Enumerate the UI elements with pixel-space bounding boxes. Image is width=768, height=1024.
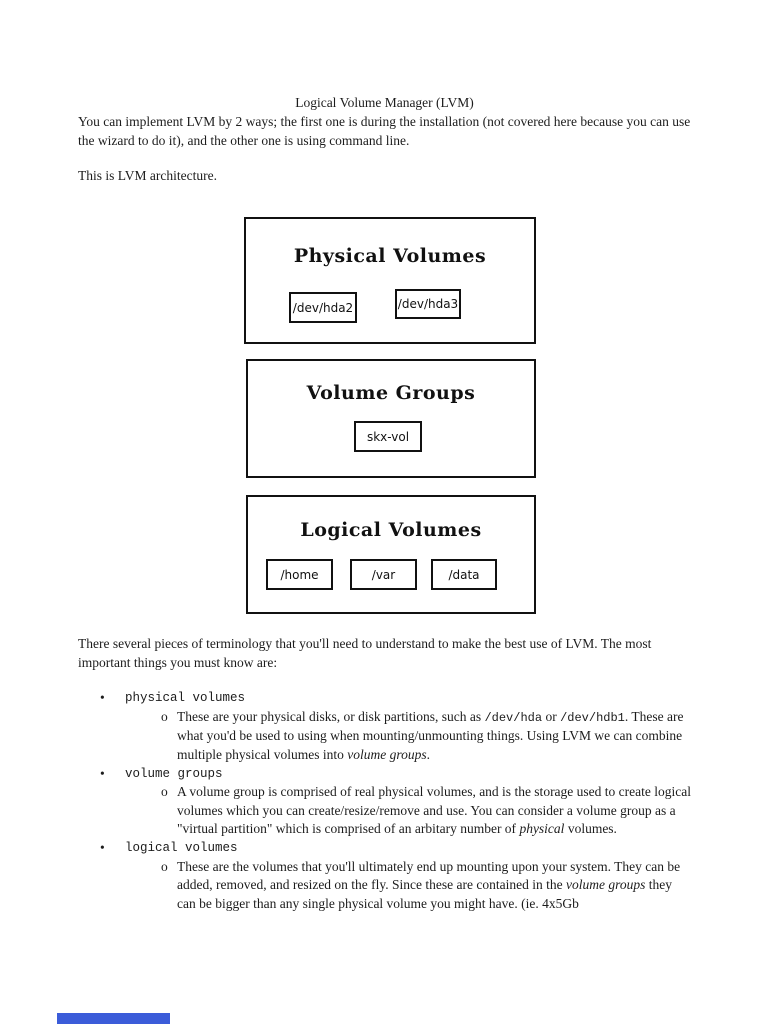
term-physical-volumes: • physical volumes — [78, 689, 691, 708]
logical-volumes-title: Logical Volumes — [300, 519, 482, 541]
volume-groups-title: Volume Groups — [306, 382, 476, 404]
mount-node-var: /var — [350, 559, 417, 590]
intro-paragraph: You can implement LVM by 2 ways; the fir… — [78, 114, 691, 148]
term-description: o These are your physical disks, or disk… — [78, 708, 691, 765]
bullet-marker: • — [100, 765, 105, 781]
sub-bullet-marker: o — [161, 858, 168, 874]
physical-volumes-box: Physical Volumes /dev/hda2 /dev/hda3 — [244, 217, 536, 344]
bottom-partial-blue-element[interactable] — [57, 1013, 170, 1024]
description-text: These are the volumes that you'll ultima… — [177, 858, 681, 911]
list-item: • logical volumes o These are the volume… — [78, 839, 691, 913]
description-text: These are your physical disks, or disk p… — [177, 708, 684, 762]
term-description: o These are the volumes that you'll ulti… — [78, 858, 691, 914]
term-label: volume groups — [125, 766, 223, 781]
logical-volumes-box: Logical Volumes /home /var /data — [246, 495, 536, 614]
volume-group-node: skx-vol — [354, 421, 422, 452]
volume-groups-box: Volume Groups skx-vol — [246, 359, 536, 478]
bullet-marker: • — [100, 690, 105, 706]
terminology-list: • physical volumes o These are your phys… — [78, 689, 691, 913]
term-label: logical volumes — [125, 840, 238, 855]
page-title: Logical Volume Manager (LVM) — [295, 95, 474, 110]
term-description: o A volume group is comprised of real ph… — [78, 783, 691, 839]
list-item: • volume groups o A volume group is comp… — [78, 765, 691, 839]
terminology-section: There several pieces of terminology that… — [78, 635, 691, 913]
device-node-hda3: /dev/hda3 — [395, 289, 461, 319]
terminology-intro: There several pieces of terminology that… — [78, 636, 652, 670]
physical-volumes-title: Physical Volumes — [293, 245, 487, 267]
bullet-marker: • — [100, 839, 105, 855]
sub-bullet-marker: o — [161, 708, 168, 724]
sub-bullet-marker: o — [161, 784, 168, 800]
list-item: • physical volumes o These are your phys… — [78, 689, 691, 764]
term-logical-volumes: • logical volumes — [78, 839, 691, 858]
document-header-block: Logical Volume Manager (LVM) You can imp… — [78, 93, 691, 185]
device-node-hda2: /dev/hda2 — [289, 292, 357, 323]
term-volume-groups: • volume groups — [78, 765, 691, 784]
mount-node-data: /data — [431, 559, 497, 590]
term-label: physical volumes — [125, 691, 246, 706]
mount-node-home: /home — [266, 559, 333, 590]
description-text: A volume group is comprised of real phys… — [177, 784, 691, 837]
architecture-note: This is LVM architecture. — [78, 168, 217, 183]
